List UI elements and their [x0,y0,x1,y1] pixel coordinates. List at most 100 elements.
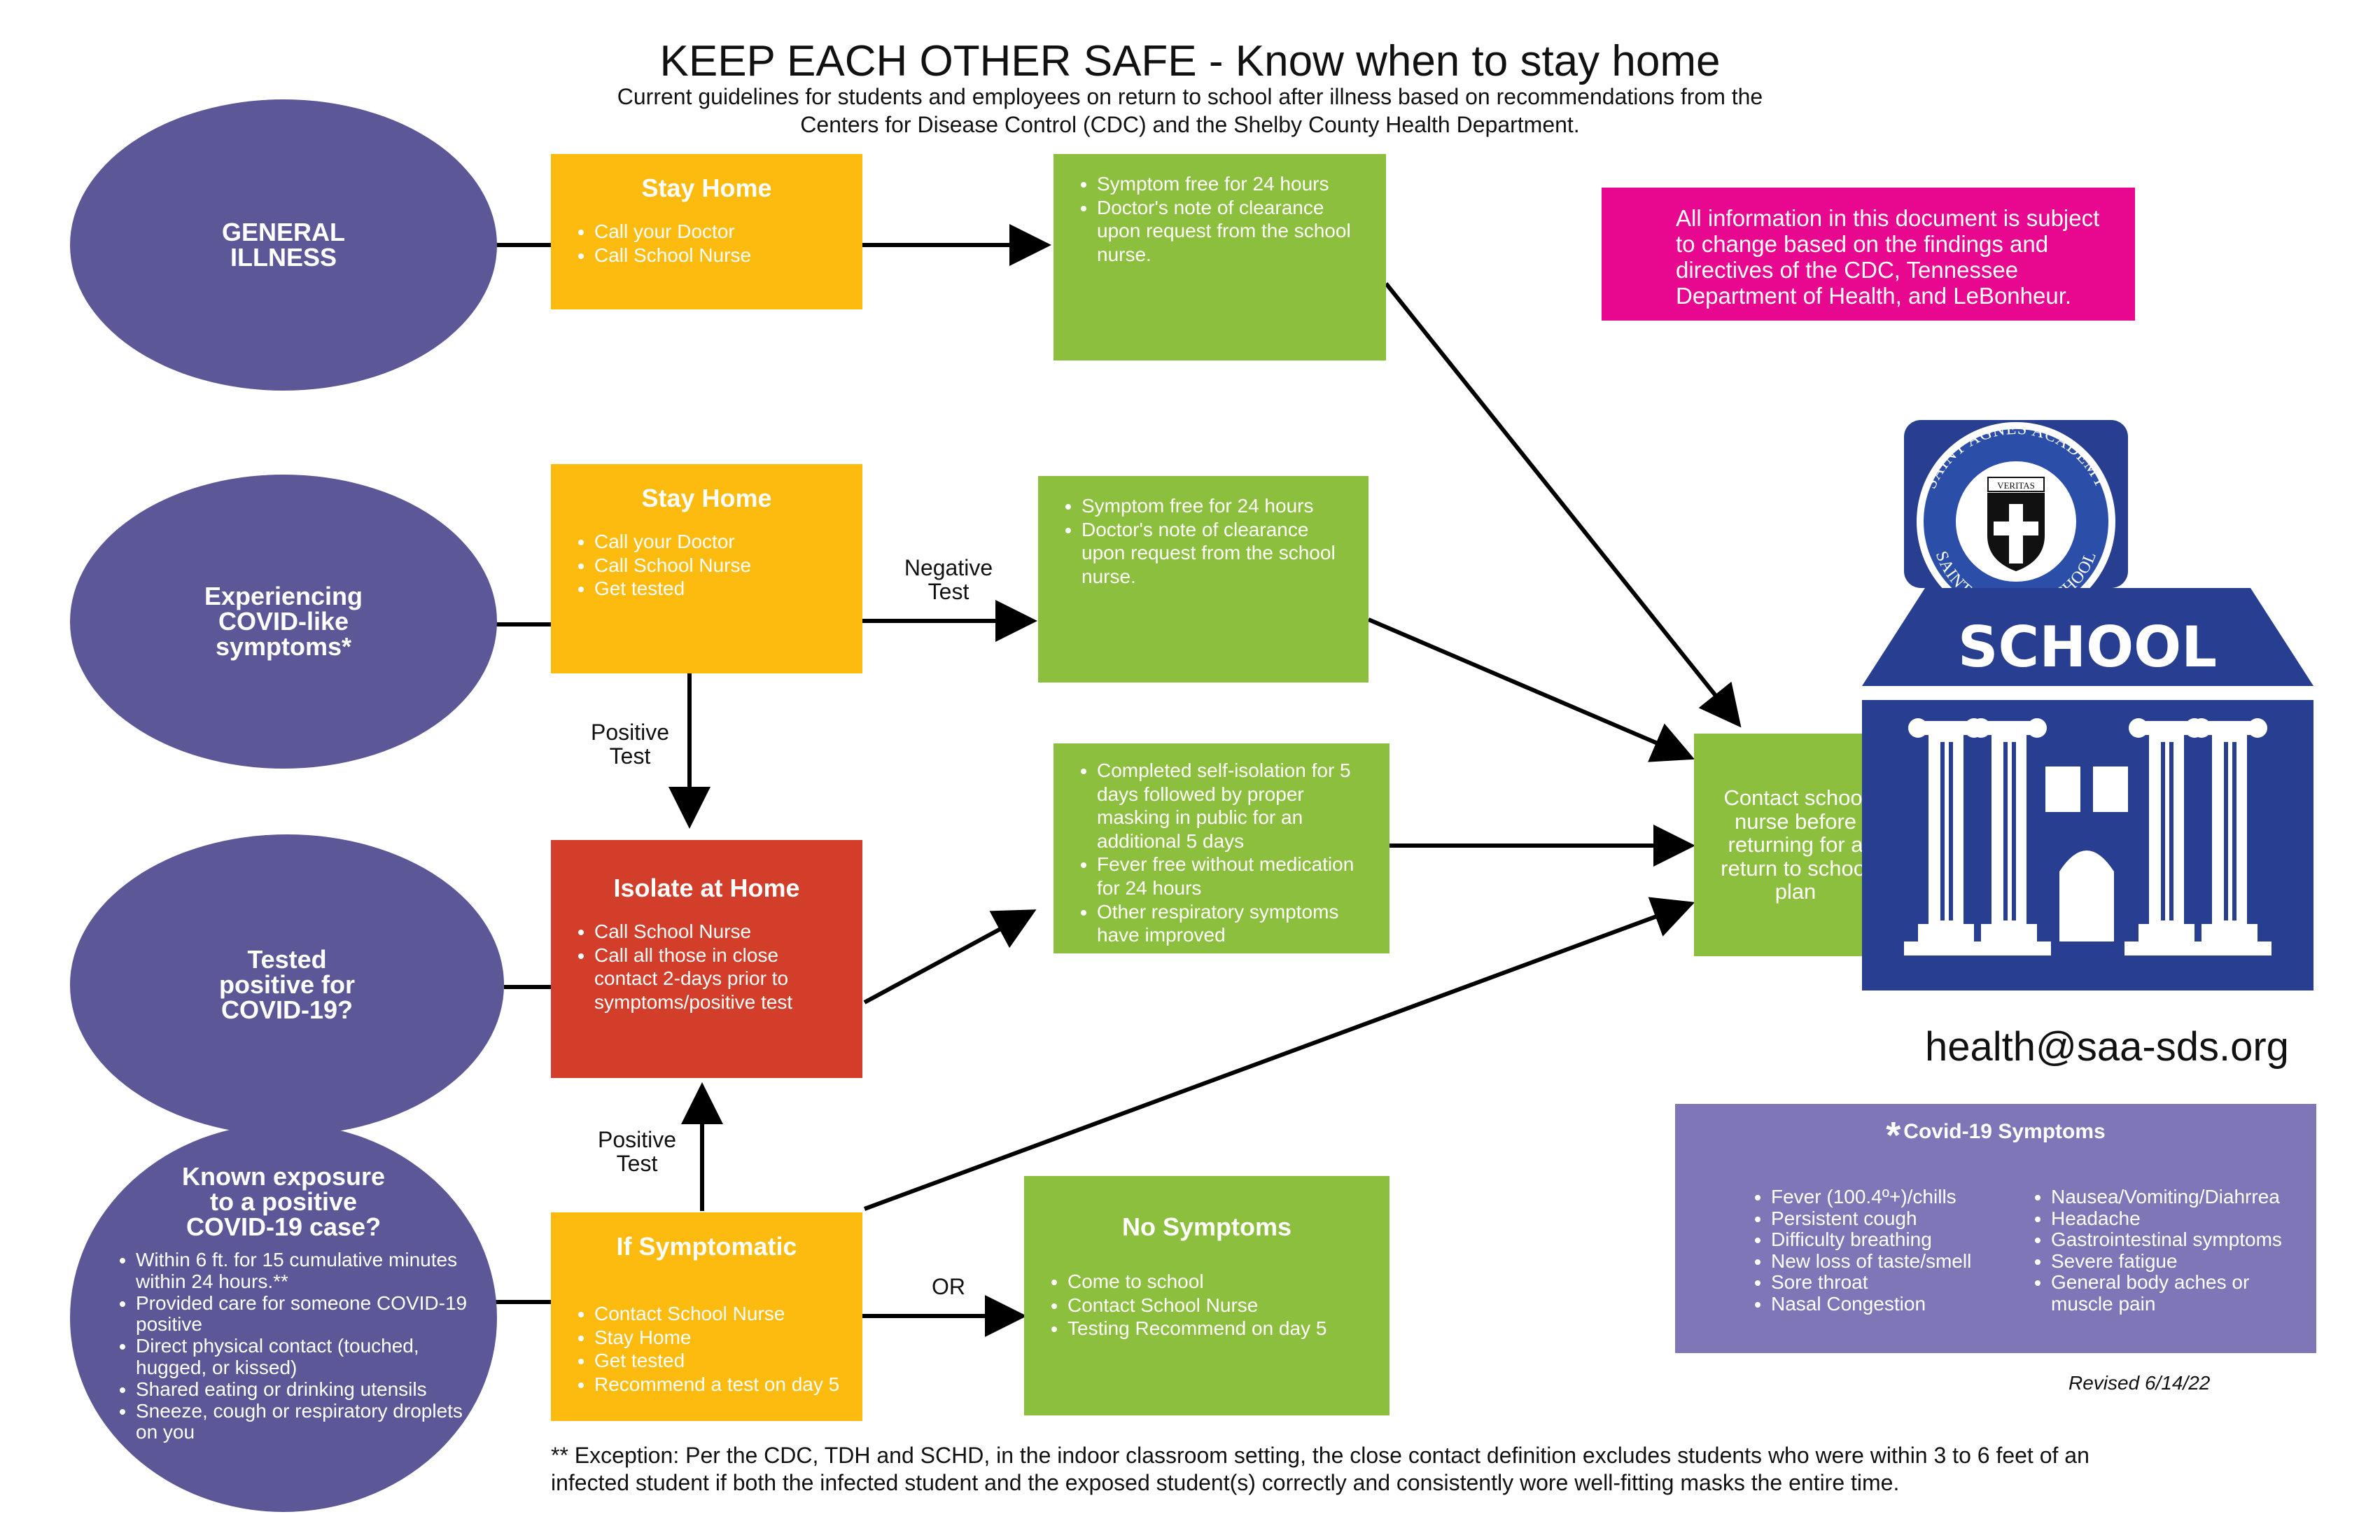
list-item: General body aches or muscle pain [2051,1271,2309,1315]
column-fluting-right [2161,742,2236,920]
arrow-green2-to-contact [1367,617,1695,762]
oval-label: Tested [247,945,327,974]
symptoms-list: Fever (100.4º+)/chills Persistent cough … [1749,1186,2015,1315]
list-item: Get tested [594,577,843,601]
list-item: Get tested [594,1349,843,1373]
list-item: Gastrointestinal symptoms [2051,1229,2309,1251]
oval-label: COVID-like [218,607,349,636]
list-item: Symptom free for 24 hours [1082,494,1349,518]
oval-label: Experiencing [204,582,363,610]
list-item: Call all those in close contact 2-days p… [594,944,843,1014]
list-item: Sore throat [1771,1272,2015,1294]
list-item: Headache [2051,1208,2309,1230]
edge-label-or: OR [932,1274,965,1299]
school-window [2045,766,2080,812]
list-item: Completed self-isolation for 5 days foll… [1097,759,1370,853]
school-door [2059,850,2114,941]
list-item: Symptom free for 24 hours [1097,172,1366,196]
oval-tested-positive: Tested positive for COVID-19? [70,834,504,1135]
oval-general-illness: GENERAL ILLNESS [70,99,497,391]
symptoms-heading: *Covid-19 Symptoms [1675,1114,2316,1157]
box-title: No Symptoms [1121,1212,1292,1241]
exposure-criteria-list: Within 6 ft. for 15 cumulative minutes w… [112,1249,476,1444]
box-title: Stay Home [641,484,772,512]
footnote: ** Exception: Per the CDC, TDH and SCHD,… [551,1443,2090,1496]
list-item: Recommend a test on day 5 [594,1373,843,1396]
edge-label-positive-test-b: Positive Test [574,1128,700,1175]
list-item: Nasal Congestion [1771,1293,2015,1315]
list-item: Sneeze, cough or respiratory droplets on… [136,1400,476,1444]
asterisk-marker: * [1886,1114,1901,1156]
list-item: Direct physical contact (touched, hugged… [136,1335,476,1379]
list-item: Persistent cough [1771,1208,2015,1230]
column-fluting-left [1940,742,2016,920]
oval-label: symptoms* [215,632,352,661]
arrow-symptomatic-to-contact [863,897,1695,1211]
list-item: Call your Doctor [594,530,843,554]
box-stay-home-general: Stay Home Call your Doctor Call School N… [551,154,862,309]
oval-label: COVID-19 case? [186,1212,382,1241]
box-return-criteria-positive: Completed self-isolation for 5 days foll… [1054,743,1390,953]
list-item: Call your Doctor [594,220,843,244]
box-item-list: Call your Doctor Call School Nurse Get t… [570,530,843,601]
list-item: Shared eating or drinking utensils [136,1378,476,1401]
box-no-symptoms: No Symptoms Come to school Contact Schoo… [1024,1176,1390,1415]
box-item-list: Symptom free for 24 hours Doctor's note … [1058,494,1349,588]
page-title: KEEP EACH OTHER SAFE - Know when to stay… [659,37,1721,85]
list-item: Fever free without medication for 24 hou… [1097,853,1370,899]
list-item: Other respiratory symptoms have improved [1097,900,1370,947]
symptoms-list: Nausea/Vomiting/Diahrrea Headache Gastro… [2029,1186,2309,1315]
list-item: Call School Nurse [594,244,843,267]
box-item-list: Come to school Contact School Nurse Test… [1044,1270,1370,1340]
oval-label: Known exposure [181,1162,386,1191]
list-item: Doctor's note of clearance upon request … [1082,518,1349,589]
list-item: Contact School Nurse [1068,1294,1370,1317]
school-window [2093,766,2128,812]
oval-label: ILLNESS [230,243,337,272]
list-item: Difficulty breathing [1771,1229,2015,1251]
symptoms-column-1: Fever (100.4º+)/chills Persistent cough … [1749,1186,2015,1315]
box-item-list: Contact School Nurse Stay Home Get teste… [570,1302,843,1396]
notice-banner: All information in this document is subj… [1602,188,2135,321]
oval-exposure-heading: Known exposure to a positive COVID-19 ca… [70,1164,497,1240]
symptoms-column-2: Nausea/Vomiting/Diahrrea Headache Gastro… [2029,1186,2309,1315]
box-title: Isolate at Home [613,874,800,902]
logo-banner [1987,477,2045,492]
box-stay-home-covid-like: Stay Home Call your Doctor Call School N… [551,464,862,673]
oval-covid-like-symptoms: Experiencing COVID-like symptoms* [70,475,497,769]
edge-label-line: Positive [590,720,670,745]
columns-right [2124,718,2272,955]
revision-date: Revised 6/14/22 [2068,1372,2211,1394]
edge-label-line: Test [609,743,651,769]
list-item: Testing Recommend on day 5 [1068,1317,1370,1340]
list-item: Fever (100.4º+)/chills [1771,1186,2015,1208]
edge-label-line: Test [616,1150,658,1176]
box-item-list: Call School Nurse Call all those in clos… [570,920,843,1014]
edge-label-line: Negative [904,555,993,580]
list-item: Severe fatigue [2051,1250,2309,1273]
edge-label-positive-test-a: Positive Test [567,720,693,769]
arrow-green1-to-contact [1384,282,1742,728]
page-subtitle-line2: Centers for Disease Control (CDC) and th… [800,112,1580,137]
columns-left [1904,718,2051,955]
oval-label: positive for [218,970,356,999]
contact-email[interactable]: health@saa-sds.org [1925,1024,2289,1070]
list-item: Call School Nurse [594,920,843,944]
symptoms-title: Covid-19 Symptoms [1903,1120,2106,1143]
box-title: If Symptomatic [616,1232,797,1261]
box-item-list: Symptom free for 24 hours Doctor's note … [1073,172,1366,266]
oval-label: COVID-19? [220,995,354,1024]
box-isolate-at-home: Isolate at Home Call School Nurse Call a… [551,840,862,1078]
box-if-symptomatic: If Symptomatic Contact School Nurse Stay… [551,1212,862,1421]
box-item-list: Call your Doctor Call School Nurse [570,220,843,267]
edge-label-line: Positive [597,1127,677,1152]
school-building-illustration: SAINT AGNES ACADEMY SAINT DOMINIC SCHOOL… [1862,420,2314,990]
list-item: New loss of taste/smell [1771,1250,2015,1273]
edge-label-negative-test: Negative Test [882,556,1015,603]
list-item: Call School Nurse [594,554,843,578]
school-label: SCHOOL [1958,615,2217,680]
oval-label: to a positive [209,1187,358,1216]
page-subtitle-line1: Current guidelines for students and empl… [617,84,1763,109]
arrow-isolate-to-green3 [863,909,1037,1004]
